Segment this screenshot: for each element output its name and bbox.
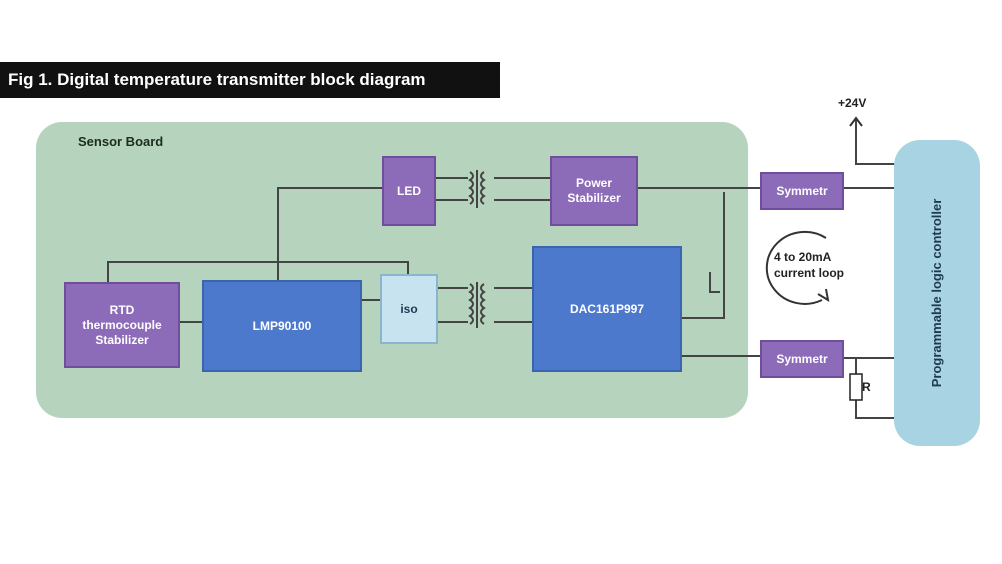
plc-block: Programmable logic controller: [894, 140, 980, 446]
wire-led-mcu: [277, 187, 382, 282]
load-resistor-label: R: [862, 380, 871, 394]
loop-arc: [765, 230, 827, 305]
dac-block: DAC161P997: [532, 246, 682, 372]
led-block: LED: [382, 156, 436, 226]
wire-dac-loop: [680, 192, 725, 319]
power-stabilizer-block: Power Stabilizer: [550, 156, 638, 226]
loop-label: 4 to 20mA current loop: [774, 250, 845, 280]
loop-arrow: [817, 288, 830, 302]
wire-xfmr-stab: [494, 177, 550, 201]
supply-label: +24V: [838, 96, 867, 110]
wire-supply: [855, 120, 896, 165]
symmetr-bottom-block: Symmetr: [760, 340, 844, 378]
plc-label: Programmable logic controller: [929, 198, 945, 388]
rtd-block: RTD thermocouple Stabilizer: [64, 282, 180, 368]
board-label: Sensor Board: [78, 134, 164, 149]
figure-title: Fig 1. Digital temperature transmitter b…: [0, 62, 500, 98]
supply-arrow: [849, 116, 863, 127]
wire-led-xfmr: [434, 177, 468, 201]
iso-block: iso: [380, 274, 438, 344]
wire-rtd-top-rail: [107, 261, 409, 282]
transformer-top: [468, 170, 486, 208]
mcu-block: LMP90100: [202, 280, 362, 372]
wire-transistor: [709, 272, 720, 293]
wire-xfmr-dac: [494, 287, 534, 323]
transformer-bottom: [468, 282, 486, 328]
symmetr-top-block: Symmetr: [760, 172, 844, 210]
wire-iso-xfmr: [436, 287, 468, 323]
load-resistor: [849, 373, 863, 401]
